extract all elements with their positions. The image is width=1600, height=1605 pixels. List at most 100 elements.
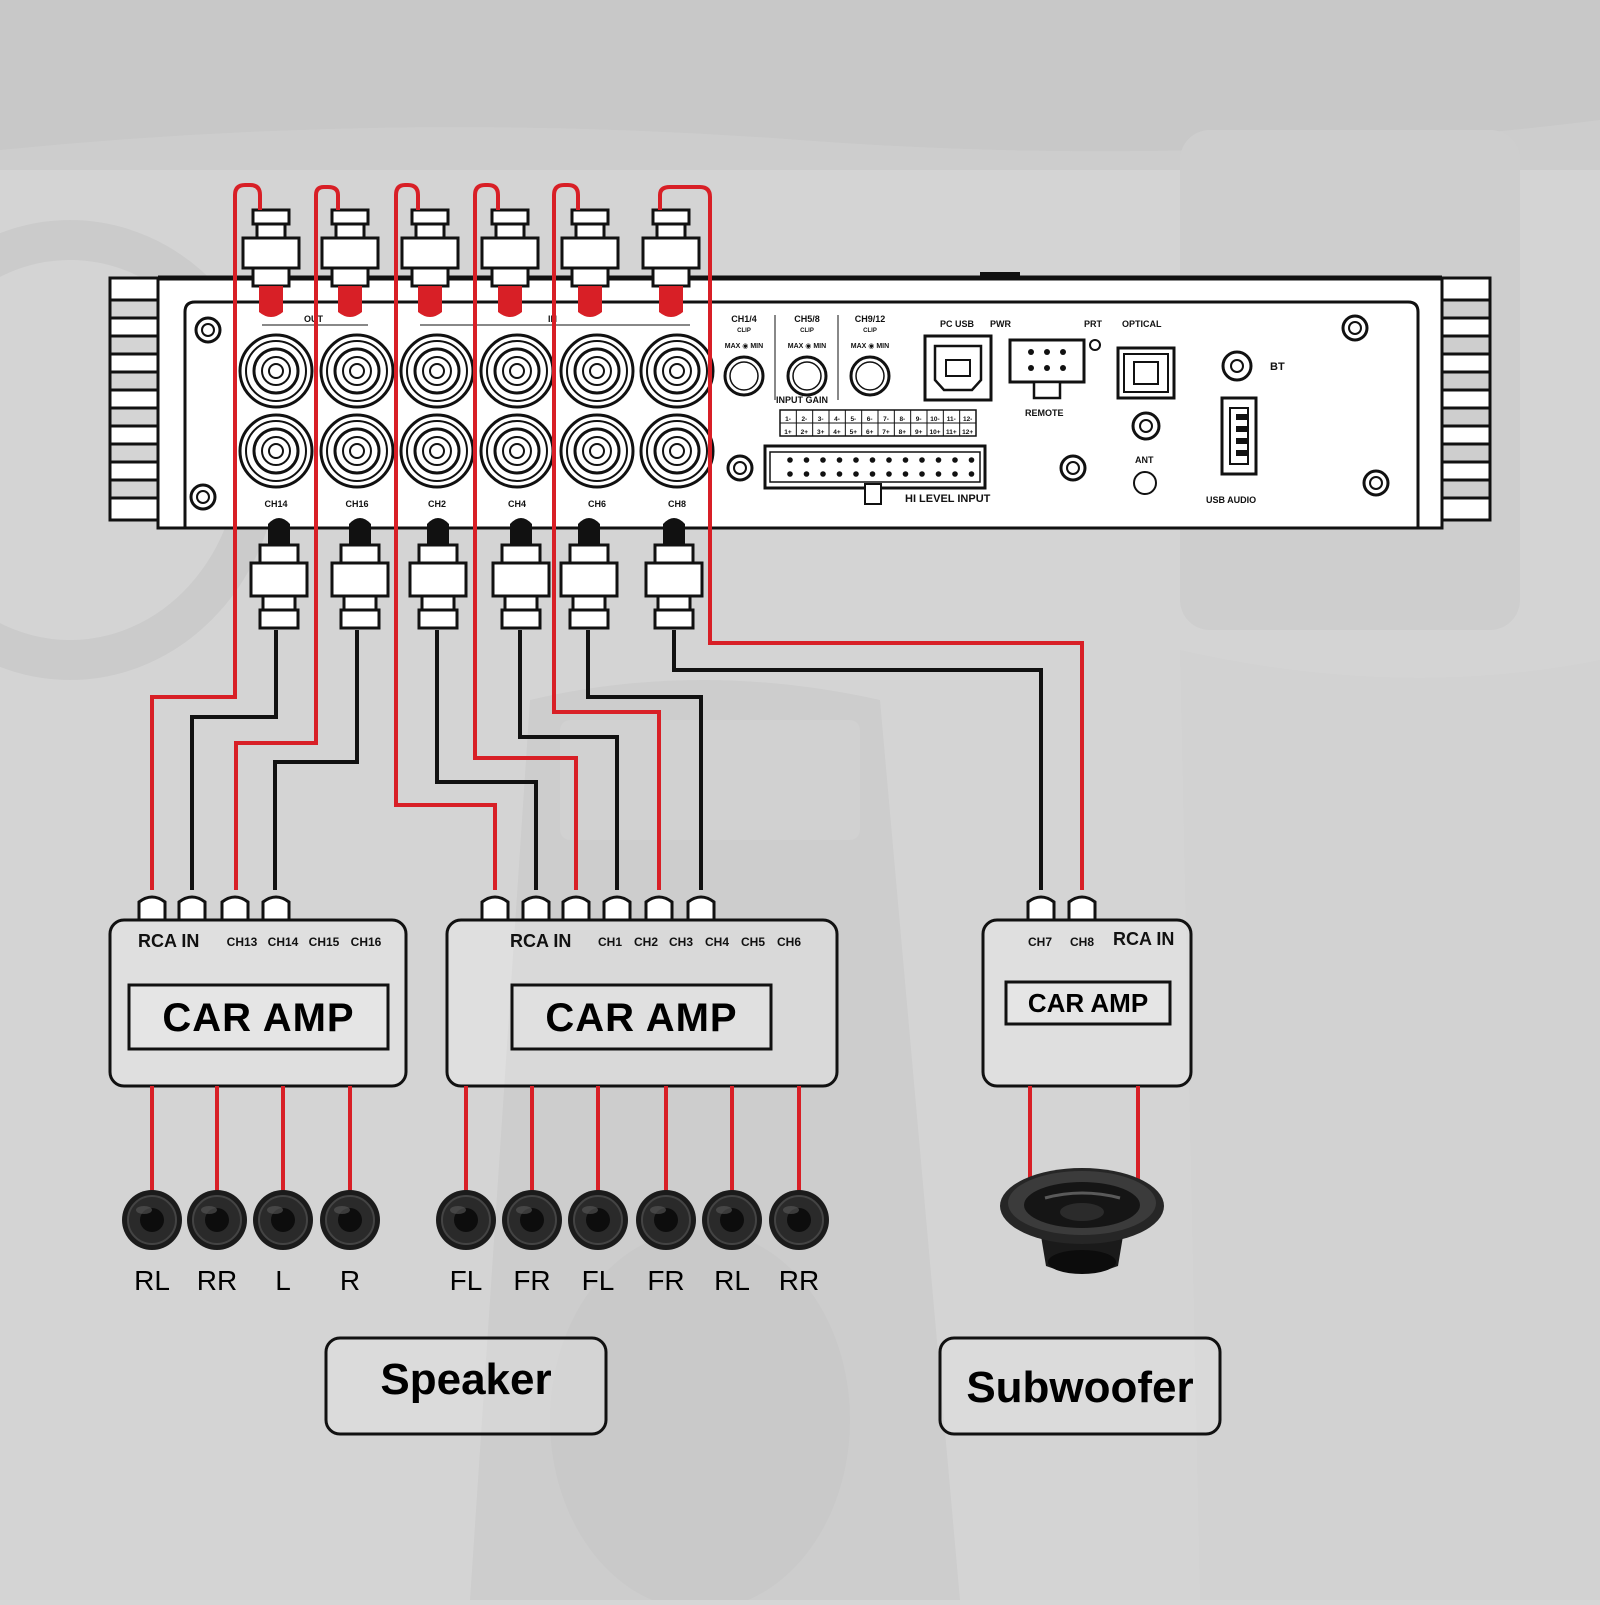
pin-label: 10- [930,416,939,423]
prt-label: PRT [1084,319,1103,329]
pin-label: 2- [801,416,807,423]
amp-channel-label: CH13 [227,935,258,949]
pin-label: 12+ [962,429,973,436]
rca-output-jack[interactable] [399,333,475,409]
car-amp-title: CAR AMP [1028,988,1148,1018]
pin-label: 2+ [801,429,809,436]
rca-input-jack[interactable] [399,413,475,489]
amp-rca-input-jack[interactable] [561,895,591,922]
pc-usb-port[interactable] [923,334,993,402]
rca-plug-icon [559,518,619,630]
amp-channel-label: CH4 [705,935,729,949]
amp-channel-label: CH16 [351,935,382,949]
amp-rca-input-jack[interactable] [1067,895,1097,922]
rca-output-jack[interactable] [479,333,555,409]
pin-label: 8- [899,416,905,423]
speaker-icon [502,1190,562,1250]
amp-rca-input-jack[interactable] [1026,895,1056,922]
amp-rca-input-jack[interactable] [480,895,510,922]
optical-input-port[interactable] [1116,346,1176,400]
pin-label: 12- [963,416,972,423]
speaker-icon [187,1190,247,1250]
wire-out-1 [150,183,262,890]
wire-in-5 [586,630,703,890]
optical-label: OPTICAL [1122,319,1162,329]
pin-label: 1- [785,416,791,423]
pin-label: 9+ [915,429,923,436]
bt-label: BT [1270,361,1285,373]
antenna-port[interactable] [1131,411,1161,441]
pin-label: 7+ [882,429,890,436]
speaker-position-label: FR [513,1265,550,1296]
hi-level-input-connector[interactable] [763,444,987,505]
rca-plug-icon [641,208,701,317]
rca-plug-icon [400,208,460,317]
speaker-position-label: FR [647,1265,684,1296]
car-amp-title: CAR AMP [545,996,737,1040]
usb-audio-port[interactable] [1220,396,1258,476]
speaker-position-label: L [275,1265,291,1296]
rca-input-jack[interactable] [559,413,635,489]
rca-channel-label: CH6 [588,499,606,509]
bt-antenna-port[interactable] [1221,350,1253,382]
speaker-icon [702,1190,762,1250]
speaker-position-label: RL [134,1265,170,1296]
pin-label: 7- [883,416,889,423]
screw-icon [726,454,754,482]
rca-plug-icon [249,518,309,630]
gain-scale-label: MAX ◉ MIN [788,343,826,350]
pin-label: 1+ [784,429,792,436]
input-gain-knob[interactable] [723,355,765,397]
rca-channel-label: CH14 [264,499,287,509]
hi-level-input-label: HI LEVEL INPUT [905,493,991,505]
rca-plug-icon [480,208,540,317]
remote-label: REMOTE [1025,408,1064,418]
amp-rca-input-jack[interactable] [137,895,167,922]
speaker-position-label: RL [714,1265,750,1296]
amp-rca-input-jack[interactable] [521,895,551,922]
rca-output-jack[interactable] [238,333,314,409]
rca-output-jack[interactable] [319,333,395,409]
gain-scale-label: MAX ◉ MIN [725,343,763,350]
rca-input-jack[interactable] [639,413,715,489]
screw-icon [1059,454,1087,482]
amp-rca-input-jack[interactable] [177,895,207,922]
rca-input-jack[interactable] [319,413,395,489]
rca-input-jack[interactable] [479,413,555,489]
rca-in-label: RCA IN [1113,929,1174,949]
speaker-caption: Speaker [380,1355,551,1404]
amp-rca-input-jack[interactable] [602,895,632,922]
remote-power-connector[interactable] [1008,338,1086,400]
speaker-icon [769,1190,829,1250]
pin-label: 5+ [850,429,858,436]
speaker-icon [568,1190,628,1250]
wire-out-5 [552,183,661,890]
rca-output-jack[interactable] [559,333,635,409]
amp-channel-label: CH3 [669,935,693,949]
speaker-icon [253,1190,313,1250]
input-gain-label: INPUT GAIN [776,395,828,405]
speaker-icon [122,1190,182,1250]
clip-label: CLIP [800,328,814,334]
pin-label: 5- [850,416,856,423]
rca-input-jack[interactable] [238,413,314,489]
rca-in-label: RCA IN [138,931,199,951]
rca-output-jack[interactable] [639,333,715,409]
gain-knob-label: CH9/12 [855,314,886,324]
amp-rca-input-jack[interactable] [644,895,674,922]
input-gain-knob[interactable] [849,355,891,397]
gain-knob-label: CH5/8 [794,314,820,324]
amp-rca-input-jack[interactable] [261,895,291,922]
amp-rca-input-jack[interactable] [220,895,250,922]
speaker-position-label: R [340,1265,360,1296]
input-gain-knob[interactable] [786,355,828,397]
subwoofer-icon [1000,1168,1164,1274]
screw-icon [1362,469,1390,497]
amp-rca-input-jack[interactable] [686,895,716,922]
